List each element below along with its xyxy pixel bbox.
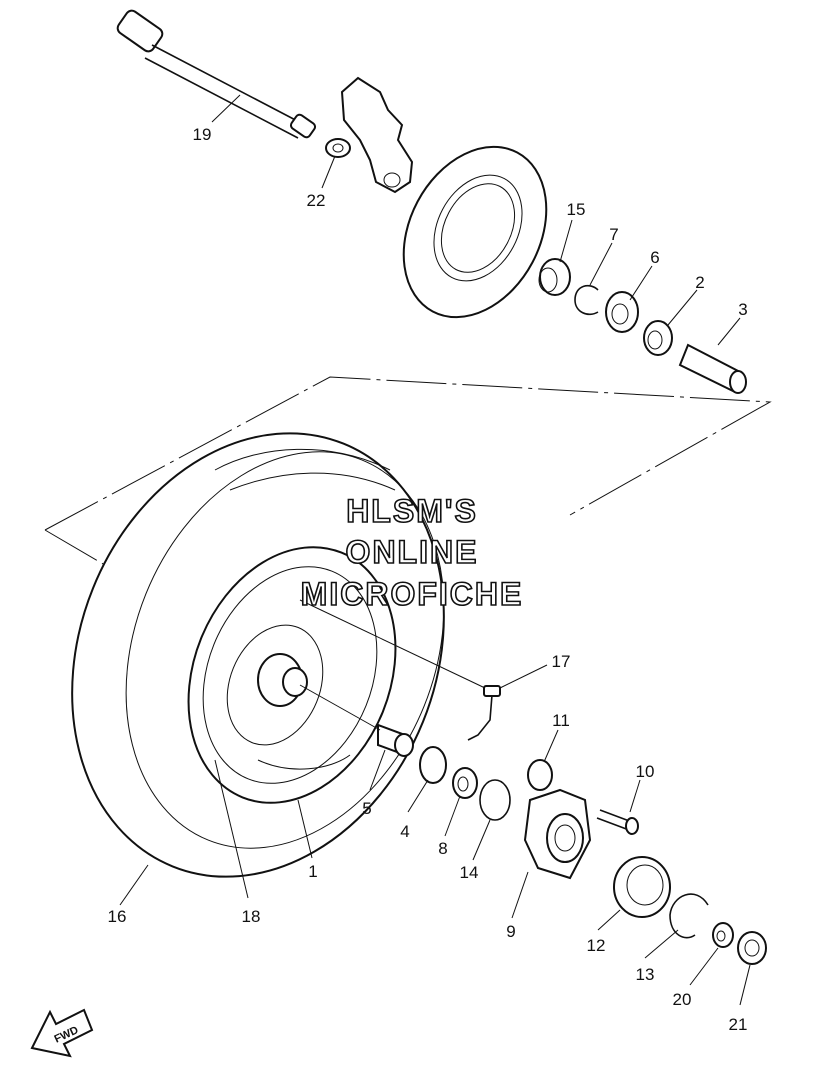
callout-20: 20 — [673, 990, 692, 1009]
spacer-part — [678, 343, 747, 394]
callout-21: 21 — [729, 1015, 748, 1034]
axle-part — [116, 9, 317, 139]
callout-1: 1 — [308, 862, 317, 881]
callout-11: 11 — [552, 711, 570, 730]
wheel-part — [187, 546, 397, 804]
brake-disc-part — [402, 145, 548, 319]
bearing-part — [605, 291, 639, 333]
reference-plane — [44, 376, 772, 531]
svg-text:ONLINE: ONLINE — [346, 534, 479, 570]
sprocket-ring-part — [613, 856, 671, 918]
oil-seal-part — [643, 320, 673, 356]
circlip-part — [574, 284, 599, 316]
callout-15: 15 — [567, 200, 586, 219]
callout-9: 9 — [506, 922, 515, 941]
callout-10: 10 — [636, 762, 655, 781]
svg-text:HLSM'S: HLSM'S — [346, 493, 478, 529]
callout-14: 14 — [460, 863, 479, 882]
leader-lines — [119, 94, 751, 1006]
callout-4: 4 — [400, 822, 409, 841]
hub-bearing-part — [452, 767, 478, 799]
callouts: 19 22 15 7 6 2 3 17 11 10 5 4 8 14 1 16 … — [108, 125, 748, 1034]
caliper-bracket-part — [340, 76, 414, 194]
callout-2: 2 — [695, 273, 704, 292]
nut-washer-part — [712, 922, 734, 948]
nut-part — [737, 931, 767, 965]
callout-7: 7 — [609, 225, 618, 244]
callout-17: 17 — [552, 652, 571, 671]
air-valve-part — [467, 685, 501, 741]
callout-16: 16 — [108, 907, 127, 926]
washer-part — [325, 138, 351, 158]
callout-18: 18 — [242, 907, 261, 926]
callout-3: 3 — [738, 300, 747, 319]
collar-part — [538, 258, 571, 296]
bolt-part — [596, 809, 639, 835]
hub-collar-part — [377, 723, 414, 757]
callout-5: 5 — [362, 799, 371, 818]
fwd-arrow-icon: FWD — [30, 1008, 94, 1058]
hub-circlip-part — [669, 893, 709, 939]
hub-spacer-part — [419, 746, 447, 784]
drive-collar-part — [527, 759, 553, 791]
o-ring-part — [479, 779, 511, 821]
callout-19: 19 — [193, 125, 212, 144]
svg-text:MICROFICHE: MICROFICHE — [301, 576, 524, 612]
callout-12: 12 — [587, 936, 606, 955]
callout-8: 8 — [438, 839, 447, 858]
watermark: HLSM'S ONLINE MICROFICHE — [300, 492, 524, 613]
callout-22: 22 — [307, 191, 326, 210]
callout-13: 13 — [636, 965, 655, 984]
callout-6: 6 — [650, 248, 659, 267]
hub-flange-part — [523, 788, 592, 880]
